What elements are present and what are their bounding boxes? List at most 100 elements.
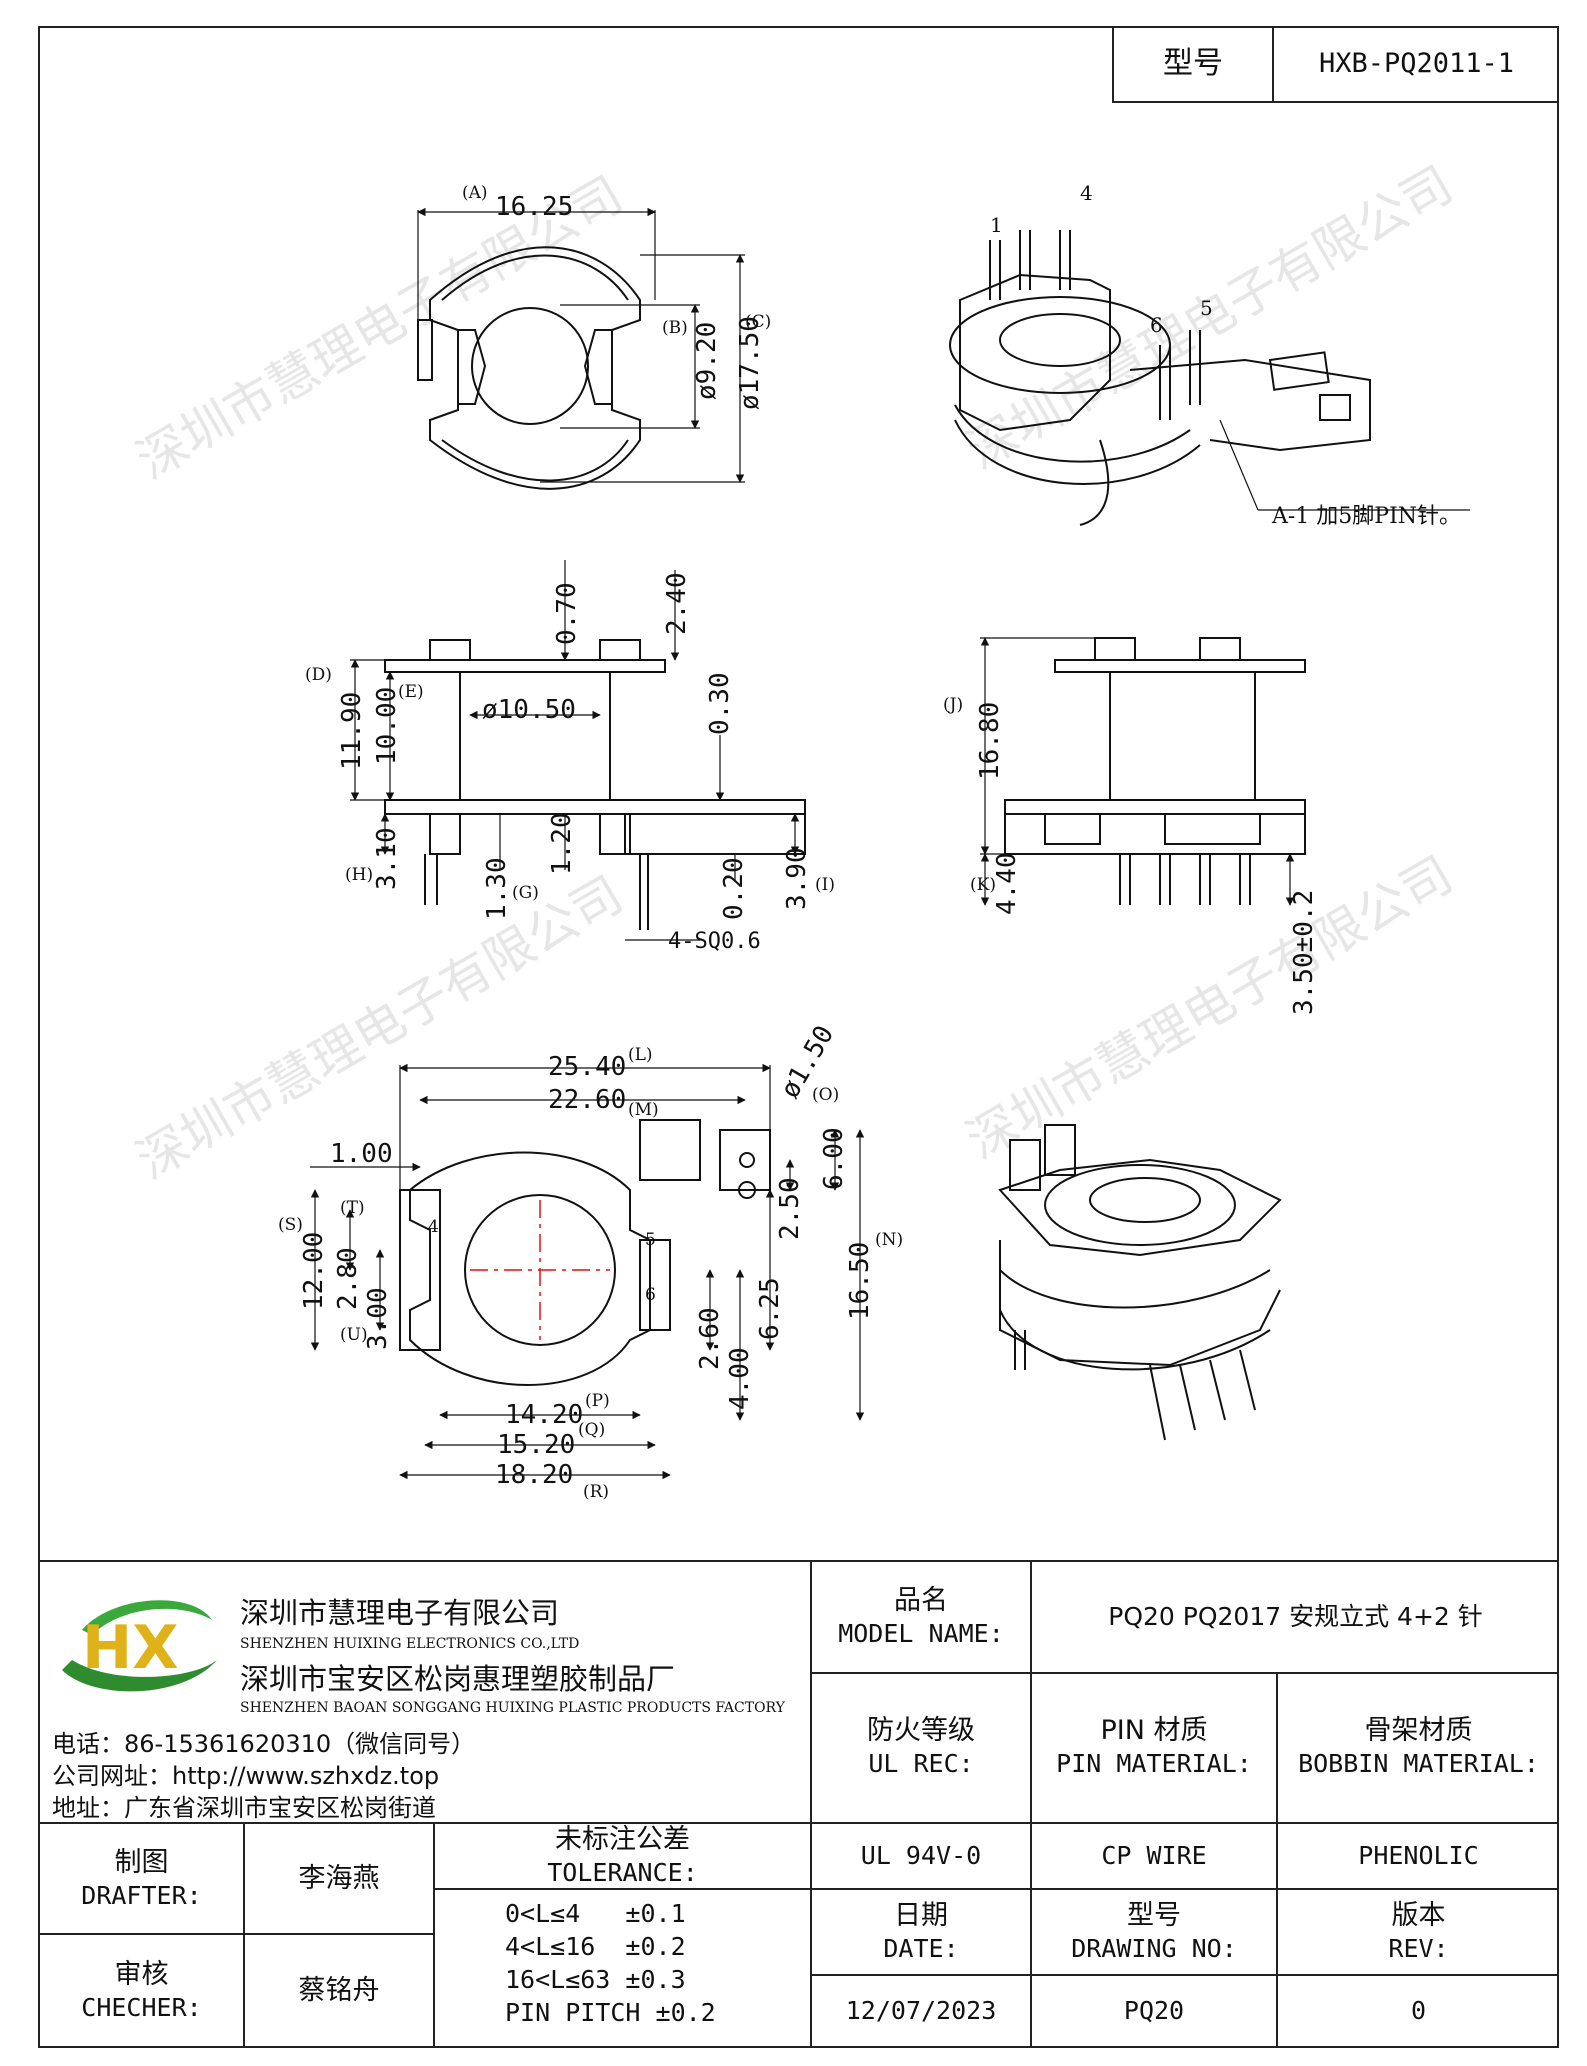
drawing-frame (38, 26, 1559, 2048)
drawing-no-label-cell: 型号 DRAWING NO: (1032, 1890, 1276, 1974)
checker-name-cell: 蔡铭舟 (245, 1935, 433, 2046)
pin-material-label-cell: PIN 材质 PIN MATERIAL: (1032, 1674, 1276, 1820)
dim-600: 6.00 (819, 1127, 849, 1190)
dim-pin-sq: 4-SQ0.6 (668, 929, 761, 954)
title-block-divider-main (810, 1560, 812, 2048)
title-divider-1030 (1030, 1560, 1032, 1822)
model-name-label-cell: 品名 MODEL NAME: (812, 1562, 1030, 1672)
ul-value-cell: UL 94V-0 (812, 1824, 1030, 1888)
dim-p-tag: (P) (585, 1391, 610, 1411)
bobbin-material-label-cn: 骨架材质 (1364, 1715, 1473, 1747)
factory-name-en: SHENZHEN BAOAN SONGGANG HUIXING PLASTIC … (240, 1700, 785, 1716)
date-value-cell: 12/07/2023 (812, 1976, 1030, 2046)
dim-i-tag: (I) (815, 875, 835, 895)
pin-5-label: 5 (1200, 296, 1213, 320)
tolerance-label-cell: 未标注公差 TOLERANCE: (435, 1824, 810, 1888)
tolerance-line-3: 16<L≤63 ±0.3 (505, 1965, 686, 1994)
pin-6-label: 6 (1150, 313, 1163, 337)
dim-h: 3.10 (372, 827, 402, 890)
dim-t: 2.80 (333, 1247, 363, 1310)
iso-view-bottom (998, 1124, 1282, 1441)
model-name-label-en: MODEL NAME: (838, 1619, 1004, 1649)
dim-e: 10.00 (372, 687, 402, 765)
dim-i: 3.90 (782, 847, 812, 910)
pin-4-label: 4 (1080, 181, 1093, 205)
dim-t-tag: (T) (340, 1198, 365, 1218)
dim-d: 11.90 (337, 692, 367, 770)
drawing-no-value-cell: PQ20 (1032, 1976, 1276, 2046)
title-divider-1276-lower (1276, 1822, 1278, 2048)
bobbin-value-cell: PHENOLIC (1278, 1824, 1559, 1888)
checker-name: 蔡铭舟 (298, 1974, 380, 2006)
model-name-label-cn: 品名 (894, 1585, 948, 1617)
company-address: 地址：广东省深圳市宝安区松岗街道 (52, 1794, 436, 1822)
tolerance-label-cn: 未标注公差 (555, 1824, 690, 1856)
dim-u-tag: (U) (340, 1325, 368, 1345)
dim-j: 16.80 (975, 702, 1005, 780)
date-label-en: DATE: (883, 1934, 959, 1964)
model-name-value: PQ20 PQ2017 安规立式 4+2 针 (1108, 1601, 1483, 1631)
drafter-label-en: DRAFTER: (81, 1880, 202, 1910)
title-rule-1888-left (433, 1888, 810, 1890)
tolerance-list: 0<L≤4 ±0.1 4<L≤16 ±0.2 16<L≤63 ±0.3 PIN … (505, 1897, 805, 2029)
drafter-label-cn: 制图 (114, 1846, 169, 1878)
dim-pin-length: 3.50±0.2 (1289, 890, 1319, 1015)
dim-625: 6.25 (755, 1277, 785, 1340)
dim-m-tag: (M) (628, 1100, 659, 1120)
dim-q: 15.20 (497, 1430, 575, 1460)
dim-q-tag: (Q) (578, 1420, 605, 1440)
company-name-cn: 深圳市慧理电子有限公司 (240, 1596, 560, 1630)
dim-s-tag: (S) (278, 1215, 303, 1235)
dim-l-tag: (L) (628, 1045, 653, 1065)
iso-note: A-1 加5脚PIN针。 (1271, 504, 1461, 529)
factory-name-cn: 深圳市宝安区松岗惠理塑胶制品厂 (240, 1662, 676, 1696)
title-divider-1030-lower (1030, 1822, 1032, 2048)
bobbin-material-label-en: BOBBIN MATERIAL: (1298, 1749, 1539, 1779)
dim-g-tag: (G) (512, 883, 539, 903)
title-block-top-border (38, 1560, 1559, 1562)
side-view (980, 637, 1306, 906)
rev-value-cell: 0 (1278, 1976, 1559, 2046)
drafter-name: 李海燕 (298, 1862, 380, 1894)
dim-240: 2.40 (662, 572, 692, 635)
dim-b-tag: (B) (662, 318, 688, 338)
dim-030: 0.30 (705, 672, 735, 735)
company-logo: HX (52, 1590, 222, 1705)
dim-j-tag: (J) (943, 695, 963, 715)
checker-label-cell: 审核 CHECHER: (40, 1935, 243, 2046)
drafter-label-cell: 制图 DRAFTER: (40, 1824, 243, 1933)
dim-a: 16.25 (495, 192, 573, 222)
bobbin-value: PHENOLIC (1358, 1840, 1479, 1870)
model-name-value-cell: PQ20 PQ2017 安规立式 4+2 针 (1032, 1562, 1559, 1672)
drawing-no-label-cn: 型号 (1127, 1900, 1181, 1932)
rev-label-en: REV: (1388, 1934, 1449, 1964)
logo-text: HX (82, 1613, 178, 1683)
dim-g: 1.30 (482, 857, 512, 920)
date-label-cell: 日期 DATE: (812, 1890, 1030, 1974)
pin-1-label: 1 (990, 213, 1003, 237)
model-value-cell: HXB-PQ2011-1 (1272, 26, 1559, 103)
dim-b: ø9.20 (692, 322, 722, 400)
model-value: HXB-PQ2011-1 (1318, 47, 1515, 79)
dim-020: 0.20 (719, 857, 749, 920)
rev-label-cell: 版本 REV: (1278, 1890, 1559, 1974)
pin-material-label-cn: PIN 材质 (1100, 1715, 1208, 1747)
technical-drawing: 深圳市慧理电子有限公司 深圳市慧理电子有限公司 深圳市慧理电子有限公司 深圳市慧… (127, 155, 1470, 1502)
bottom-pin-5: 5 (645, 1230, 656, 1250)
dim-p: 14.20 (505, 1400, 583, 1430)
dim-400: 4.00 (725, 1347, 755, 1410)
title-rule-1933 (38, 1933, 433, 1935)
dim-e-tag: (E) (398, 682, 424, 702)
dim-r: 18.20 (495, 1460, 573, 1490)
dim-100: 1.00 (330, 1139, 393, 1169)
drafter-name-cell: 李海燕 (245, 1824, 433, 1933)
ul-rec-label-cn: 防火等级 (867, 1715, 975, 1747)
dim-n: 16.50 (845, 1242, 875, 1320)
front-view (350, 560, 806, 941)
pin-value: CP WIRE (1101, 1840, 1207, 1870)
checker-label-en: CHECHER: (81, 1992, 202, 2022)
title-divider-1276-upper (1276, 1672, 1278, 1822)
dim-250: 2.50 (775, 1177, 805, 1240)
iso-view-top (949, 230, 1470, 526)
tolerance-line-4: PIN PITCH ±0.2 (505, 1998, 716, 2027)
